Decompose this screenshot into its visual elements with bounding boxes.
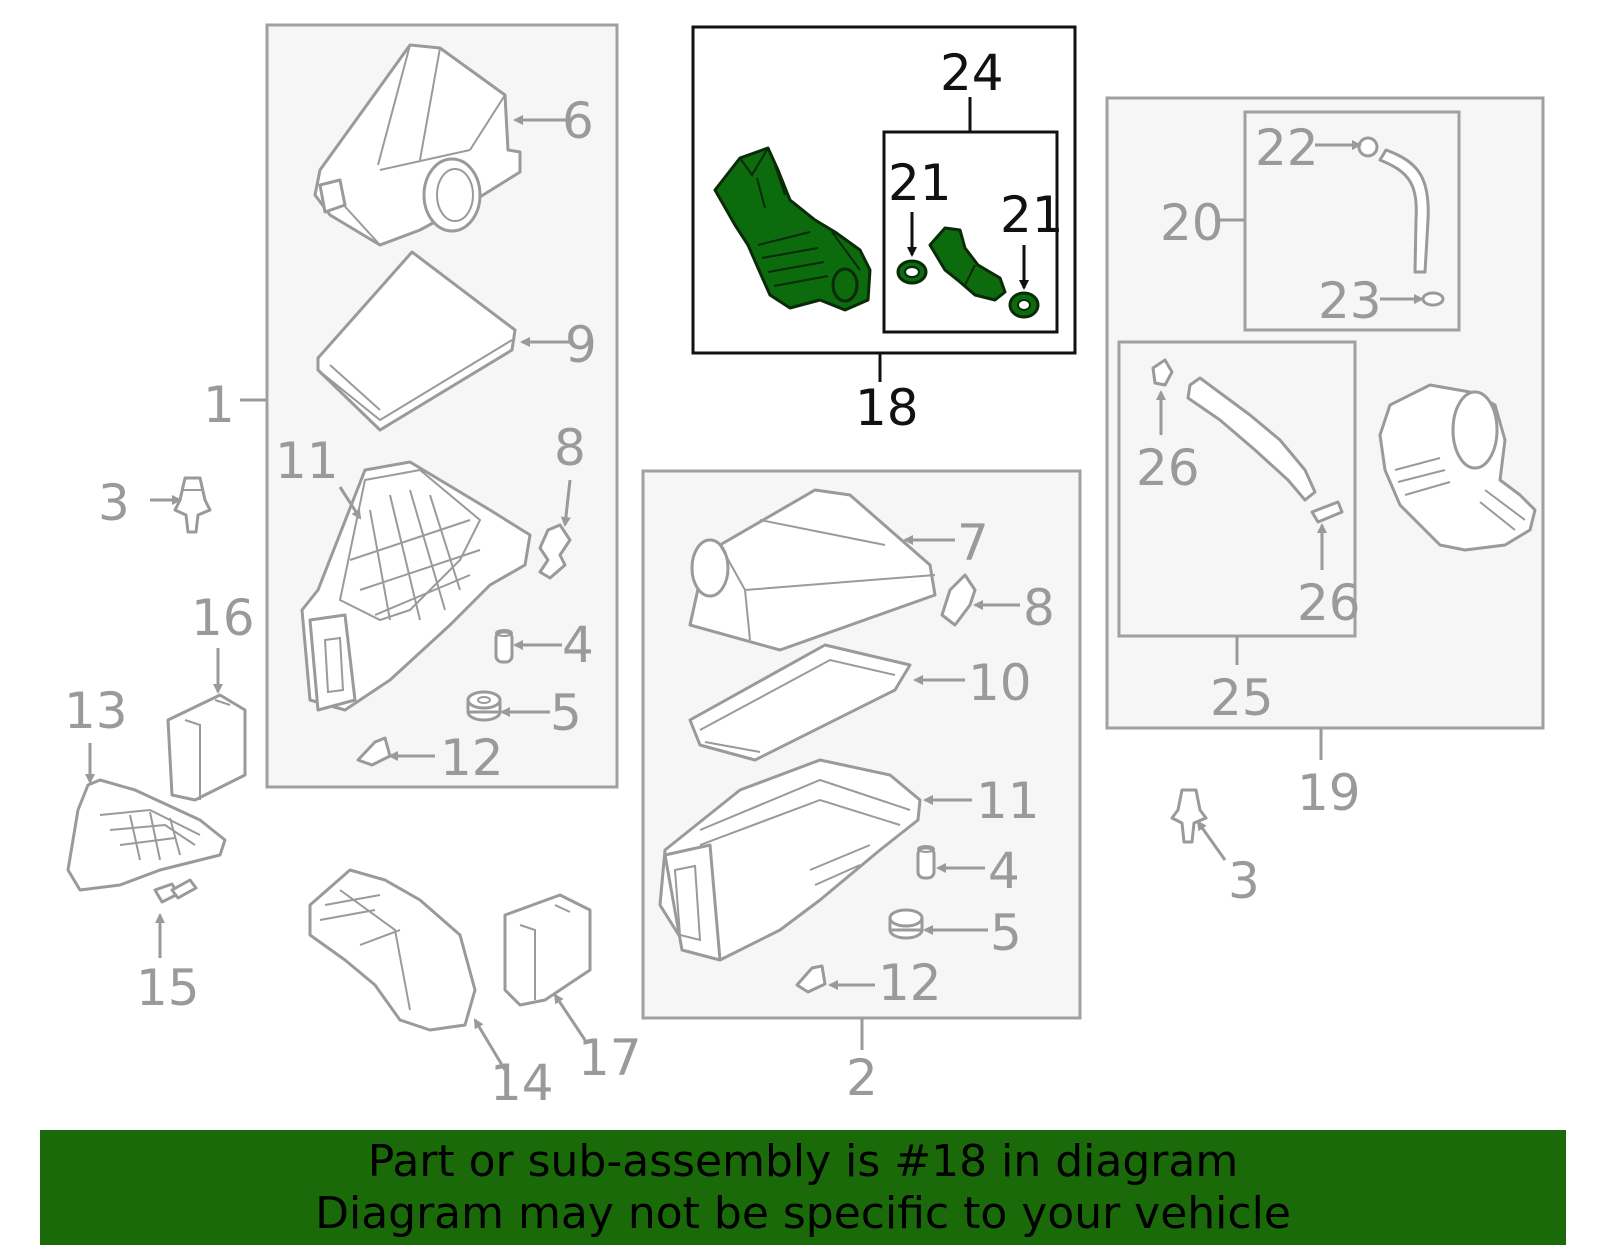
part-6-cleaner-cover[interactable]: [313, 43, 522, 247]
part-23-clamp[interactable]: [1421, 291, 1445, 307]
callout-5-box2: 5: [990, 904, 1022, 962]
callout-14: 14: [490, 1054, 554, 1112]
part-12-clip-box2[interactable]: [795, 964, 827, 994]
part-15-bolt[interactable]: [153, 878, 198, 904]
part-25-hose[interactable]: [1186, 376, 1317, 502]
part-5-grommet-box1[interactable]: [466, 690, 502, 722]
callout-17: 17: [578, 1029, 642, 1087]
callout-22: 22: [1255, 119, 1319, 177]
callout-21-left: 21: [888, 154, 952, 212]
part-5-grommet-box2[interactable]: [888, 908, 924, 940]
callout-5-box1: 5: [550, 684, 582, 742]
banner-line-2: Diagram may not be specific to your vehi…: [315, 1188, 1291, 1239]
part-14-duct[interactable]: [308, 868, 477, 1032]
part-26-clamp-top[interactable]: [1151, 358, 1174, 387]
callout-16: 16: [191, 589, 255, 647]
leader-lines: [85, 97, 1424, 1071]
callout-20: 20: [1160, 194, 1224, 252]
part-9-filter-element[interactable]: [316, 250, 517, 432]
callout-12-box1: 12: [440, 729, 504, 787]
callout-13: 13: [64, 682, 128, 740]
callout-3-left: 3: [98, 474, 130, 532]
callout-26-top: 26: [1136, 439, 1200, 497]
callout-19: 19: [1297, 764, 1361, 822]
callout-4-box1: 4: [562, 616, 594, 674]
banner-line-1: Part or sub-assembly is #18 in diagram: [367, 1136, 1239, 1187]
callout-8-box2: 8: [1023, 579, 1055, 637]
callout-3-right: 3: [1228, 852, 1260, 910]
info-banner: Part or sub-assembly is #18 in diagram D…: [40, 1130, 1566, 1245]
part-26-clamp-bottom[interactable]: [1310, 500, 1344, 524]
callout-15: 15: [136, 959, 200, 1017]
part-19-resonator[interactable]: [1378, 383, 1537, 552]
callout-11-box2: 11: [976, 772, 1040, 830]
part-11-lower-case-box2[interactable]: [658, 758, 922, 962]
part-16-bracket[interactable]: [166, 693, 247, 802]
callout-12-box2: 12: [878, 954, 942, 1012]
part-4-sleeve-box1[interactable]: [494, 629, 514, 664]
callout-26-bottom: 26: [1297, 574, 1361, 632]
callout-1: 1: [203, 376, 235, 434]
part-21-clamp-left[interactable]: [896, 259, 928, 285]
callout-7: 7: [957, 514, 989, 572]
part-12-clip-box1[interactable]: [356, 736, 392, 767]
part-8-bracket-box2[interactable]: [940, 573, 977, 627]
callout-8-box1: 8: [554, 419, 586, 477]
part-20-hose[interactable]: [1378, 148, 1430, 274]
callout-18: 18: [855, 379, 919, 437]
callout-11-box1: 11: [275, 432, 339, 490]
callout-4-box2: 4: [988, 842, 1020, 900]
callout-6: 6: [562, 92, 594, 150]
callout-25: 25: [1210, 669, 1274, 727]
part-21-clamp-right[interactable]: [1008, 291, 1040, 319]
part-8-bracket-box1[interactable]: [538, 523, 572, 580]
part-17-bracket[interactable]: [503, 893, 592, 1007]
part-18-air-intake-hose[interactable]: [713, 146, 872, 312]
callout-23: 23: [1318, 272, 1382, 330]
callout-21-right: 21: [1000, 186, 1064, 244]
part-7-upper-cover[interactable]: [688, 488, 937, 652]
part-24-hose-kit[interactable]: [928, 226, 1007, 302]
callout-24: 24: [940, 44, 1004, 102]
part-4-sleeve-box2[interactable]: [916, 845, 936, 880]
part-10-filter-element[interactable]: [688, 643, 912, 762]
callout-9: 9: [565, 316, 597, 374]
callout-2: 2: [846, 1049, 878, 1107]
part-11-lower-case-box1[interactable]: [300, 460, 532, 712]
part-13-inlet-duct[interactable]: [66, 778, 227, 892]
part-22-clamp[interactable]: [1357, 136, 1379, 158]
part-3-pushpin-left[interactable]: [173, 476, 212, 534]
part-3-pushpin-right[interactable]: [1170, 788, 1208, 844]
callout-10: 10: [968, 654, 1032, 712]
